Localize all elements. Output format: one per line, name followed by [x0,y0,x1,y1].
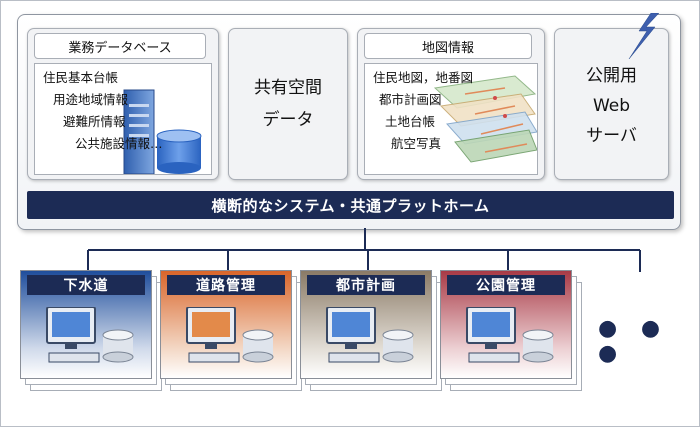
web-server-line-2: Web [592,96,631,116]
dept-card-front: 都市計画 [300,270,432,379]
shared-space-line-2: データ [262,110,314,130]
shared-space-data-card: 共有空間 データ [228,28,348,180]
lightning-icon [628,13,660,59]
dept-urban-planning: 都市計画 [300,270,442,391]
dept-title: 下水道 [27,275,145,295]
dept-title: 道路管理 [167,275,285,295]
map-info-content: 住民地図，地番図 都市計画図 土地台帳 航空写真 [364,63,538,175]
business-item-1: 住民基本台帳 [43,70,119,85]
map-info-card: 地図情報 住民地図，地番図 都市計画図 土地台帳 航空写真 [357,28,545,180]
map-item-1: 住民地図，地番図 [373,70,474,85]
dept-park-management: 公園管理 [440,270,582,391]
more-departments-ellipsis: ● ● ● [598,316,669,366]
web-server-line-3: サーバ [586,126,637,146]
business-database-card: 業務データベース 住民基本台帳 用途地域情報 避難所情報 公共施設情報… [27,28,219,180]
dept-title: 都市計画 [307,275,425,295]
business-item-4: 公共施設情報… [75,136,163,151]
computer-icon [186,307,274,363]
computer-icon [466,307,554,363]
dept-road-management: 道路管理 [160,270,302,391]
dept-card-front: 道路管理 [160,270,292,379]
computer-icon [326,307,414,363]
map-item-2: 都市計画図 [379,92,442,107]
business-database-content: 住民基本台帳 用途地域情報 避難所情報 公共施設情報… [34,63,212,175]
dept-card-front: 下水道 [20,270,152,379]
server-icon [123,89,202,174]
map-item-4: 航空写真 [391,136,442,151]
map-item-3: 土地台帳 [385,114,436,129]
common-platform-bar: 横断的なシステム・共通プラットホーム [27,191,674,219]
business-item-3: 避難所情報 [63,114,126,129]
shared-space-line-1: 共有空間 [254,78,322,98]
business-database-label: 業務データベース [34,33,206,59]
business-item-2: 用途地域情報 [53,92,129,107]
web-server-line-1: 公開用 [586,66,637,86]
computer-icon [46,307,134,363]
public-web-server-card: 公開用 Web サーバ [554,13,669,180]
map-info-label: 地図情報 [364,33,532,59]
map-layers-icon [433,75,537,163]
dept-title: 公園管理 [447,275,565,295]
dept-card-front: 公園管理 [440,270,572,379]
dept-sewer: 下水道 [20,270,162,391]
